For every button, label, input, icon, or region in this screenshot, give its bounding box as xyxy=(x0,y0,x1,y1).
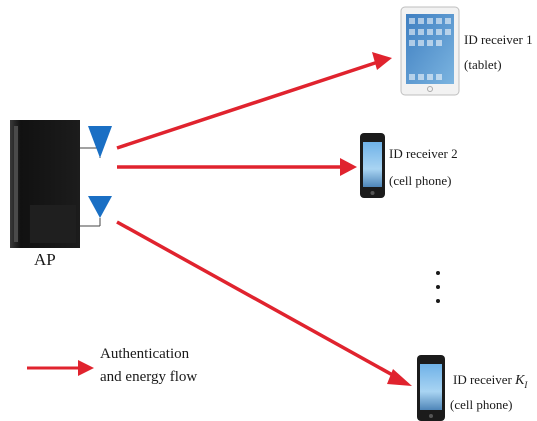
ellipsis-dots xyxy=(436,271,440,303)
legend-label-line1: Authentication xyxy=(100,346,190,362)
receiver-2-name: ID receiver 2 xyxy=(389,146,458,161)
antenna-lower-triangle xyxy=(88,196,112,218)
legend-label-line2: and energy flow xyxy=(100,369,198,385)
ap-label: AP xyxy=(34,250,56,269)
arrow-to-receiver-k xyxy=(116,220,412,386)
receiver-k-name-text: ID receiver xyxy=(453,372,512,387)
antenna-upper-triangle xyxy=(88,126,112,158)
receiver-1-name: ID receiver 1 xyxy=(464,32,533,47)
receiver-k-index-symbol: K xyxy=(515,373,525,388)
antenna-lower-icon xyxy=(80,196,112,227)
cell-phone-icon-k xyxy=(417,355,445,421)
legend-arrow xyxy=(27,360,94,376)
tablet-icon xyxy=(400,6,460,96)
arrow-to-receiver-1 xyxy=(116,52,392,150)
cell-phone-icon-2 xyxy=(360,133,385,198)
receiver-k-device: (cell phone) xyxy=(450,397,513,412)
antenna-upper-icon xyxy=(80,126,112,158)
receiver-k-index: KI xyxy=(515,373,528,390)
arrow-to-receiver-2 xyxy=(117,158,357,176)
receiver-k-index-subscript: I xyxy=(524,379,528,390)
receiver-2-device: (cell phone) xyxy=(389,173,452,188)
access-point-icon xyxy=(10,120,80,248)
receiver-k-name: ID receiver KI xyxy=(453,372,527,393)
receiver-1-device: (tablet) xyxy=(464,57,502,72)
